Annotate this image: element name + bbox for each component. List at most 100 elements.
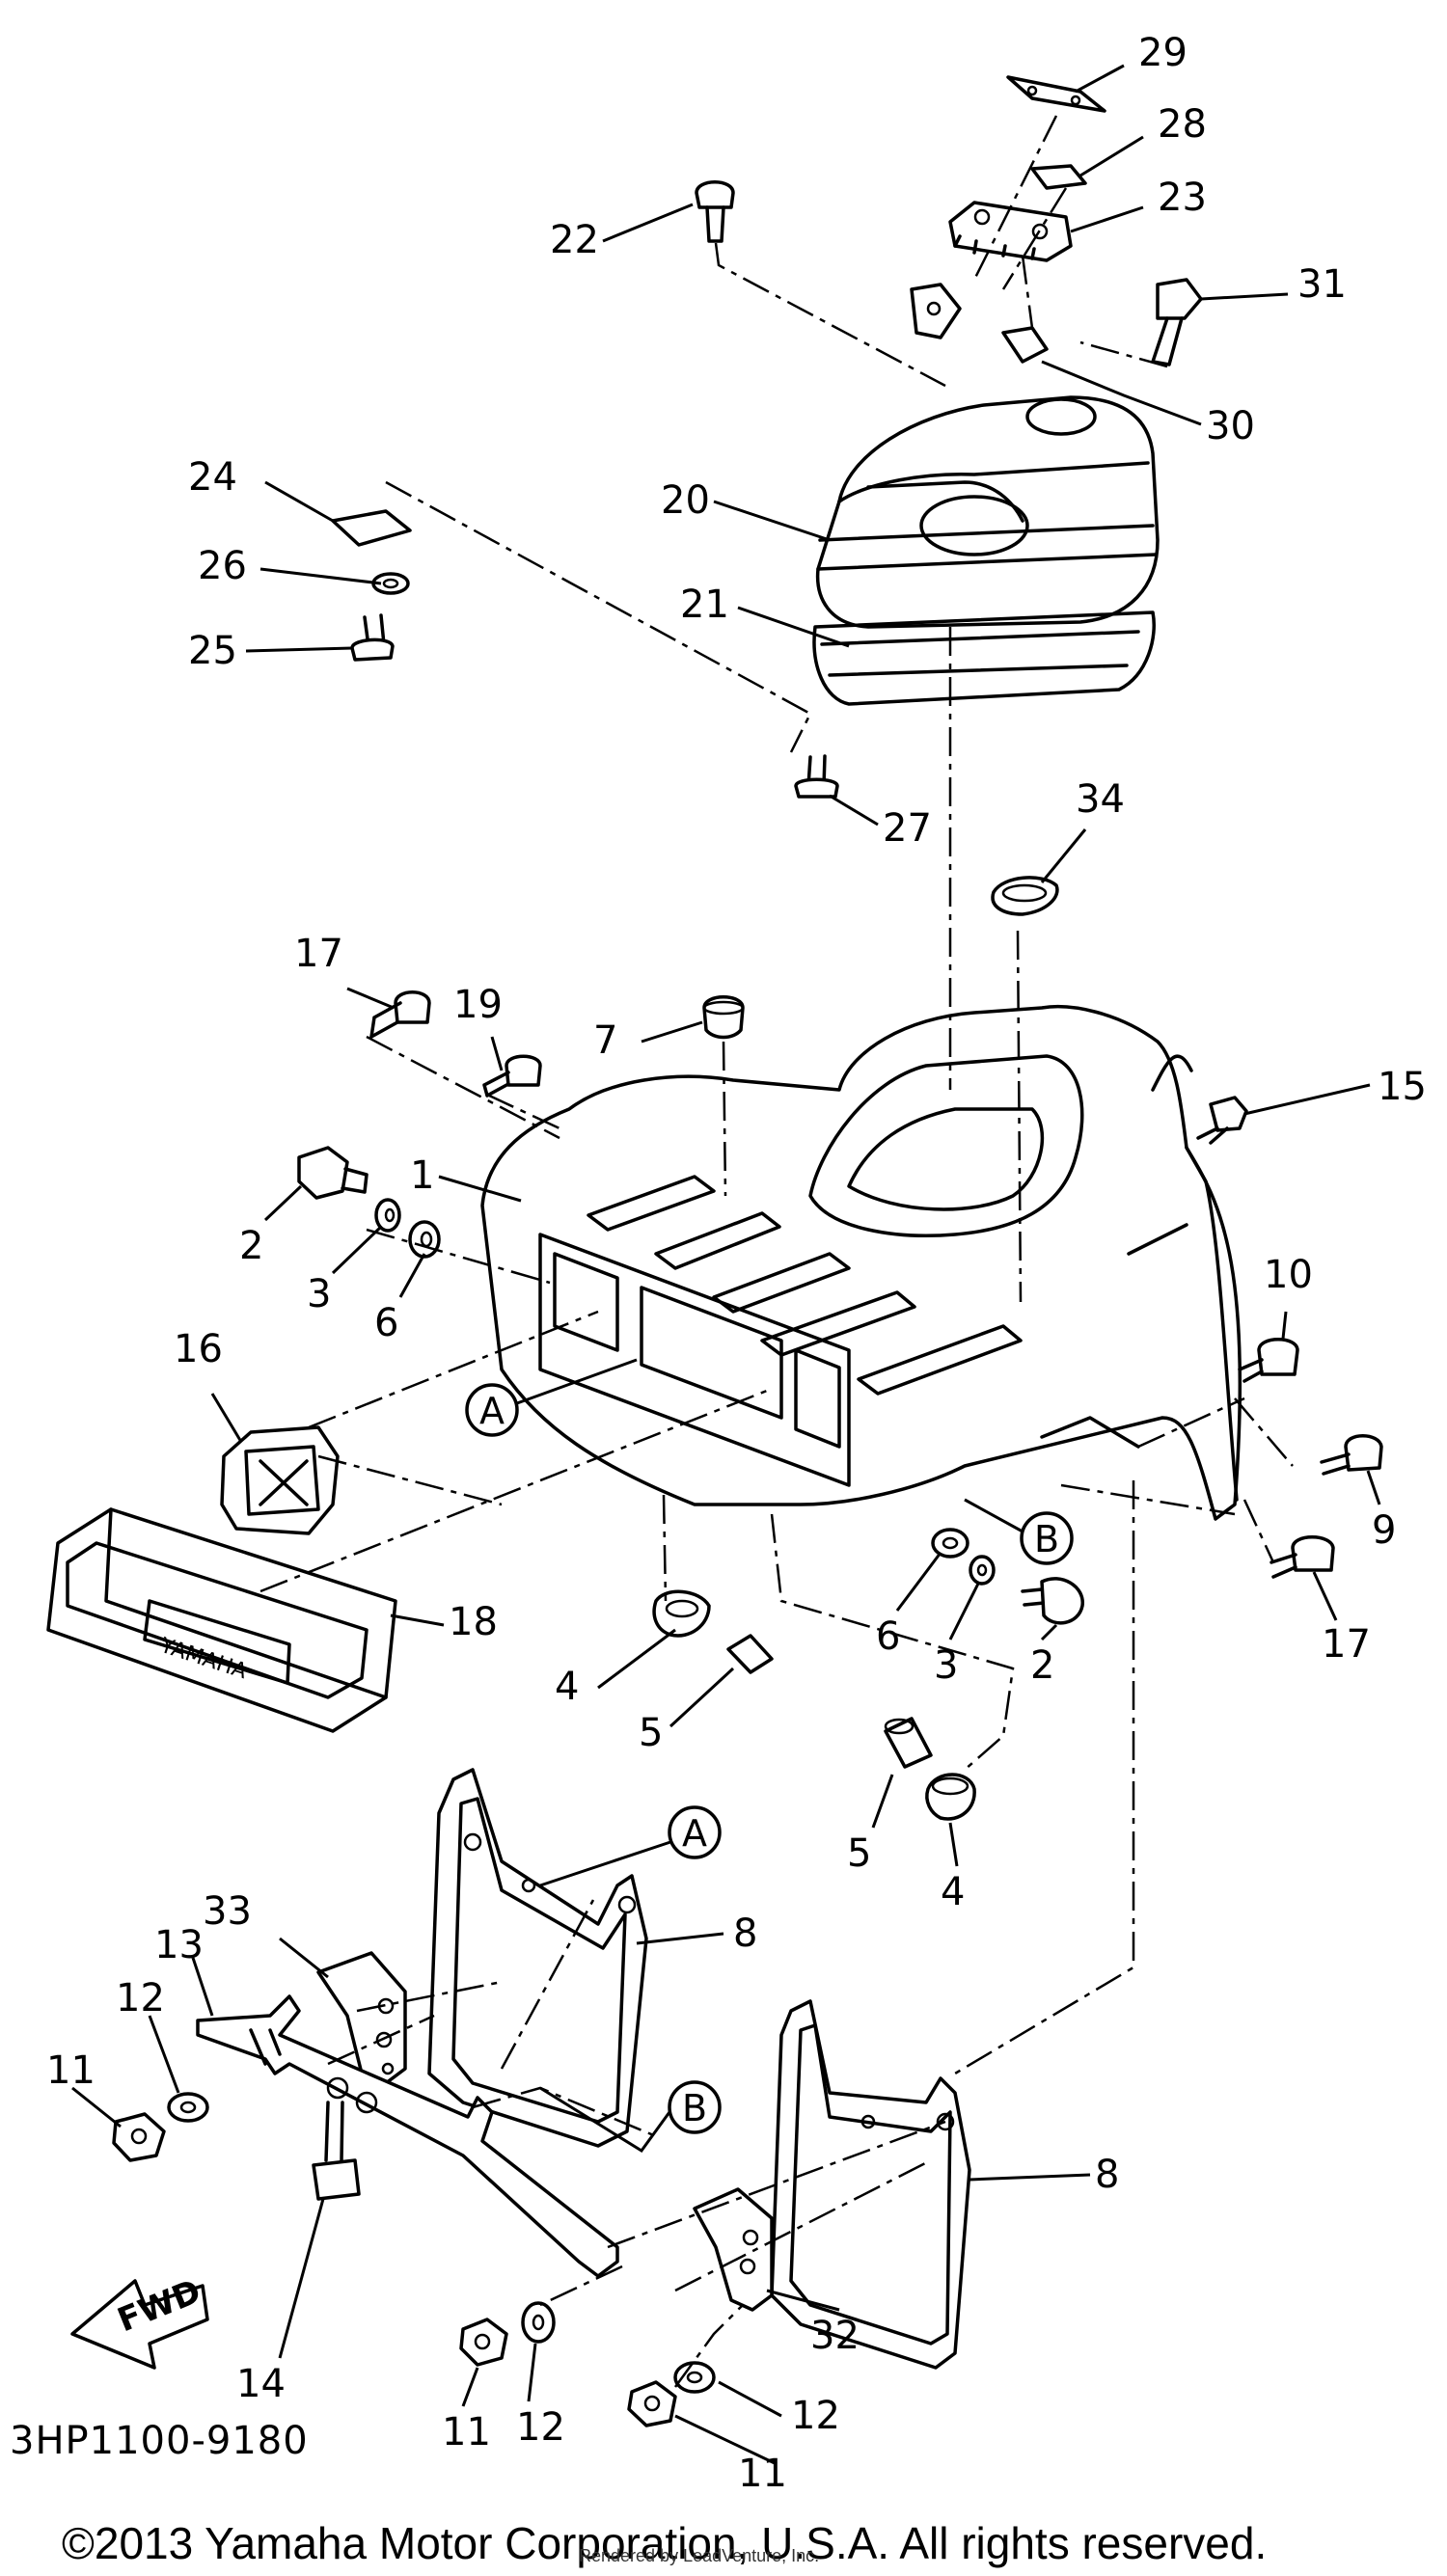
callout-18: 18 (449, 1600, 498, 1644)
part-washer-3-right (969, 1555, 996, 1586)
part-plate-29 (1006, 75, 1106, 113)
part-bolt-2-right (1021, 1577, 1084, 1625)
ref-letter: A (682, 1812, 707, 1855)
part-washer-12-lower (673, 2361, 716, 2394)
part-plate-28 (1030, 164, 1087, 190)
part-bolt-17-lower (1270, 1535, 1335, 1579)
ref-letter: B (1034, 1518, 1059, 1560)
callout-15: 15 (1378, 1065, 1427, 1109)
callout-10: 10 (1264, 1253, 1313, 1297)
callout-20: 20 (661, 478, 710, 523)
callout-2-left: 2 (239, 1224, 263, 1268)
callout-17-lower: 17 (1322, 1622, 1371, 1667)
callout-numbers: 29 28 23 22 31 30 20 21 24 26 25 27 34 1… (46, 31, 1427, 2496)
part-bracket-30 (910, 283, 1049, 364)
part-bolt-17-upper (369, 990, 431, 1039)
callout-32: 32 (810, 2314, 860, 2358)
callout-11-middle: 11 (442, 2410, 491, 2454)
part-bolt-9 (1320, 1434, 1383, 1476)
part-toolbox-seal (812, 610, 1156, 706)
part-plate-23 (948, 201, 1073, 262)
callout-12-lower: 12 (791, 2394, 840, 2438)
callout-28: 28 (1158, 102, 1207, 147)
part-bolt-31 (1151, 278, 1203, 366)
part-bolt-15 (1196, 1096, 1248, 1145)
part-bracket-32 (693, 2187, 774, 2312)
copyright-notice: ©2013 Yamaha Motor Corporation, U.S.A. A… (62, 2518, 1268, 2568)
callout-4-right: 4 (941, 1870, 965, 1914)
callout-13: 13 (154, 1923, 204, 1967)
callout-1: 1 (410, 1153, 434, 1198)
callout-29: 29 (1138, 31, 1188, 75)
drawing-code: 3HP1100-9180 (10, 2419, 309, 2463)
ref-letter: B (682, 2087, 707, 2129)
assembly-guide-lines (259, 115, 1294, 2388)
callout-24: 24 (188, 455, 237, 500)
callout-31: 31 (1297, 262, 1347, 307)
callout-9: 9 (1372, 1508, 1396, 1553)
callout-11-lower: 11 (738, 2452, 787, 2496)
part-washer-6-right (931, 1528, 969, 1559)
callout-14: 14 (236, 2362, 286, 2406)
callout-11-upper: 11 (46, 2048, 96, 2093)
callout-23: 23 (1158, 176, 1207, 220)
part-rear-fender (480, 1005, 1242, 1521)
callout-30: 30 (1206, 404, 1255, 448)
callout-34: 34 (1076, 777, 1125, 822)
part-washer-26 (371, 572, 410, 595)
callout-21: 21 (680, 583, 729, 627)
ref-marker-b-upper: B (964, 1498, 1074, 1565)
callout-3-left: 3 (307, 1272, 331, 1316)
part-bracket-33 (316, 1951, 407, 2085)
part-washer-12-upper (167, 2092, 209, 2123)
part-toolbox-lid (815, 395, 1160, 629)
part-washer-12-middle (521, 2301, 556, 2344)
part-spacer-5-right (884, 1717, 933, 1769)
callout-26: 26 (198, 544, 247, 588)
callout-25: 25 (188, 629, 237, 673)
part-bolt-14 (312, 2101, 361, 2201)
ref-marker-a-lower: A (539, 1805, 722, 1887)
callout-7: 7 (593, 1018, 617, 1063)
callout-6-left: 6 (374, 1301, 398, 1345)
callout-5-right: 5 (847, 1831, 871, 1876)
ref-marker-b-lower: B (539, 2080, 722, 2154)
part-bolt-19 (482, 1054, 542, 1098)
callout-33: 33 (203, 1889, 252, 1934)
callout-8-lower: 8 (1095, 2153, 1119, 2197)
part-collar-4-left (652, 1589, 711, 1638)
callout-4-left: 4 (555, 1665, 579, 1709)
part-bolt-2-left (297, 1146, 369, 1200)
part-screw-27 (794, 754, 839, 799)
part-reflector-18: YAMAHA (46, 1507, 397, 1733)
callout-12-upper: 12 (116, 1976, 165, 2020)
part-nut-11-upper (112, 2112, 166, 2162)
part-grommet-34 (991, 876, 1059, 916)
part-stay-13 (196, 1994, 619, 2278)
callout-3-right: 3 (934, 1643, 958, 1688)
callout-leaders (71, 64, 1381, 2466)
ref-letter: A (479, 1390, 505, 1432)
part-plate-24 (331, 509, 412, 547)
part-bolt-10 (1238, 1338, 1299, 1383)
fwd-arrow-icon: FWD (70, 2272, 209, 2370)
callout-5-left: 5 (639, 1711, 663, 1755)
part-mudflap-8-left (427, 1768, 648, 2148)
callout-17-upper: 17 (294, 932, 343, 976)
part-screw-25 (350, 613, 395, 662)
callout-6-right: 6 (876, 1614, 900, 1659)
part-nut-11-middle (459, 2318, 508, 2367)
part-spacer-5-left (726, 1634, 774, 1674)
callout-2-right: 2 (1030, 1643, 1054, 1688)
part-washer-6-left (408, 1220, 441, 1259)
part-collar-4-right (925, 1773, 976, 1821)
callout-19: 19 (453, 983, 503, 1027)
part-nut-11-lower (627, 2380, 677, 2427)
callout-27: 27 (883, 806, 932, 851)
callout-22: 22 (550, 218, 599, 262)
callout-12-middle: 12 (516, 2405, 565, 2450)
callout-16: 16 (174, 1327, 223, 1371)
part-screw-22 (695, 180, 735, 243)
callout-8-upper: 8 (733, 1912, 757, 1956)
